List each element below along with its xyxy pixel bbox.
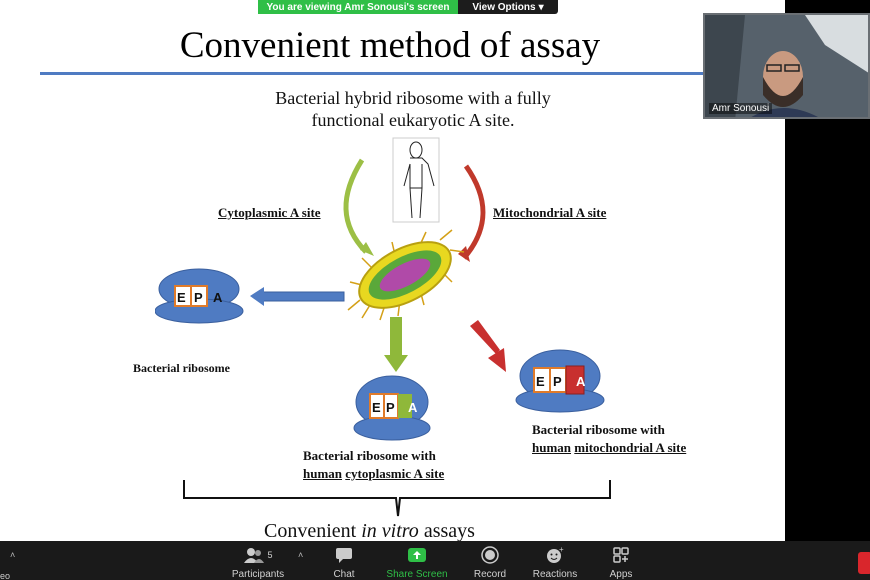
share-screen-icon bbox=[408, 548, 426, 562]
apps-label: Apps bbox=[609, 569, 633, 580]
toolbar-left-edge-text: eo bbox=[0, 571, 11, 580]
view-options-label: View Options bbox=[472, 1, 536, 13]
chat-icon bbox=[336, 548, 352, 563]
bottom-bracket bbox=[183, 480, 611, 517]
participants-icon bbox=[244, 548, 265, 563]
subtitle-line2: functional eukaryotic A site. bbox=[311, 110, 515, 130]
site-p-label: P bbox=[194, 290, 203, 305]
participant-name: Amr Sonousi bbox=[709, 103, 773, 114]
participants-button[interactable]: 5 Participants bbox=[223, 545, 293, 580]
human-figure-icon bbox=[392, 137, 440, 223]
cyto-result-site: cytoplasmic A site bbox=[345, 466, 445, 481]
svg-text:+: + bbox=[559, 546, 564, 554]
participant-video-frame bbox=[705, 15, 868, 117]
chat-button[interactable]: Chat bbox=[309, 545, 379, 580]
view-options-button[interactable]: View Options ▾ bbox=[458, 0, 558, 14]
site-a-label: A bbox=[213, 290, 223, 305]
share-screen-label: Share Screen bbox=[386, 569, 448, 580]
site-e-label: E bbox=[177, 290, 186, 305]
chevron-down-icon: ▾ bbox=[538, 1, 544, 13]
bacterial-ribosome-icon: E P A bbox=[155, 268, 244, 324]
bottom-caption-suffix: assays bbox=[418, 520, 475, 541]
participant-video-tile[interactable]: Amr Sonousi bbox=[703, 13, 870, 119]
participants-count: 5 bbox=[267, 550, 273, 560]
cytoplasmic-curved-arrow bbox=[343, 158, 374, 256]
screen-share-banner: You are viewing Amr Sonousi's screen Vie… bbox=[258, 0, 558, 14]
mito-result-site: mitochondrial A site bbox=[574, 440, 687, 455]
blue-arrow-left bbox=[250, 287, 345, 306]
site-a-label: A bbox=[408, 400, 418, 415]
cyto-result-line1: Bacterial ribosome with bbox=[303, 448, 436, 463]
subtitle-line1: Bacterial hybrid ribosome with a fully bbox=[275, 88, 551, 108]
participants-label: Participants bbox=[231, 569, 285, 580]
mito-result-line1: Bacterial ribosome with bbox=[532, 422, 665, 437]
viewing-screen-text: You are viewing Amr Sonousi's screen bbox=[258, 0, 458, 14]
site-a-label: A bbox=[576, 374, 586, 389]
record-icon bbox=[481, 546, 499, 564]
bottom-caption-prefix: Convenient bbox=[264, 520, 362, 541]
bacterial-ribosome-label: Bacterial ribosome bbox=[133, 361, 230, 375]
assay-diagram bbox=[183, 137, 611, 517]
apps-button[interactable]: Apps bbox=[586, 545, 656, 580]
shared-slide: Convenient method of assay Bacterial hyb… bbox=[0, 0, 785, 541]
mitochondrial-ribosome-icon: E P A bbox=[515, 349, 605, 413]
slide-subtitle: Bacterial hybrid ribosome with a fully f… bbox=[213, 87, 613, 131]
apps-icon bbox=[613, 547, 629, 563]
site-e-label: E bbox=[536, 374, 545, 389]
cyto-result-human: human bbox=[303, 466, 343, 481]
record-label: Record bbox=[473, 569, 507, 580]
reactions-button[interactable]: + Reactions bbox=[520, 545, 590, 580]
cytoplasmic-result-label: Bacterial ribosome with human cytoplasmi… bbox=[303, 447, 444, 483]
share-screen-button[interactable]: Share Screen bbox=[382, 545, 452, 580]
cytoplasmic-ribosome-icon: E P A bbox=[353, 375, 431, 441]
chevron-up-icon[interactable]: ˄ bbox=[10, 550, 16, 560]
chevron-up-icon[interactable]: ˄ bbox=[298, 550, 304, 560]
mitochondrial-site-label: Mitochondrial A site bbox=[493, 205, 607, 220]
mitochondrial-result-label: Bacterial ribosome with human mitochondr… bbox=[532, 421, 686, 457]
reactions-label: Reactions bbox=[532, 569, 578, 580]
site-e-label: E bbox=[372, 400, 381, 415]
green-arrow-down bbox=[384, 317, 408, 372]
site-p-label: P bbox=[553, 374, 562, 389]
record-button[interactable]: Record bbox=[455, 545, 525, 580]
meeting-toolbar: eo ˄ 5 Participants ˄ Chat Share Screen … bbox=[0, 541, 870, 580]
end-meeting-button[interactable] bbox=[858, 552, 870, 574]
reactions-icon: + bbox=[547, 546, 564, 563]
mito-result-human: human bbox=[532, 440, 572, 455]
slide-title: Convenient method of assay bbox=[179, 25, 601, 66]
title-rule bbox=[40, 72, 705, 75]
mitochondrial-curved-arrow bbox=[458, 164, 486, 262]
red-arrow-diagonal bbox=[470, 320, 506, 372]
bacterium-icon bbox=[347, 229, 465, 321]
cytoplasmic-site-label: Cytoplasmic A site bbox=[218, 205, 321, 220]
bottom-caption: Convenient in vitro assays bbox=[264, 520, 475, 541]
bottom-caption-italic: in vitro bbox=[361, 520, 419, 541]
chat-label: Chat bbox=[333, 569, 355, 580]
site-p-label: P bbox=[386, 400, 395, 415]
